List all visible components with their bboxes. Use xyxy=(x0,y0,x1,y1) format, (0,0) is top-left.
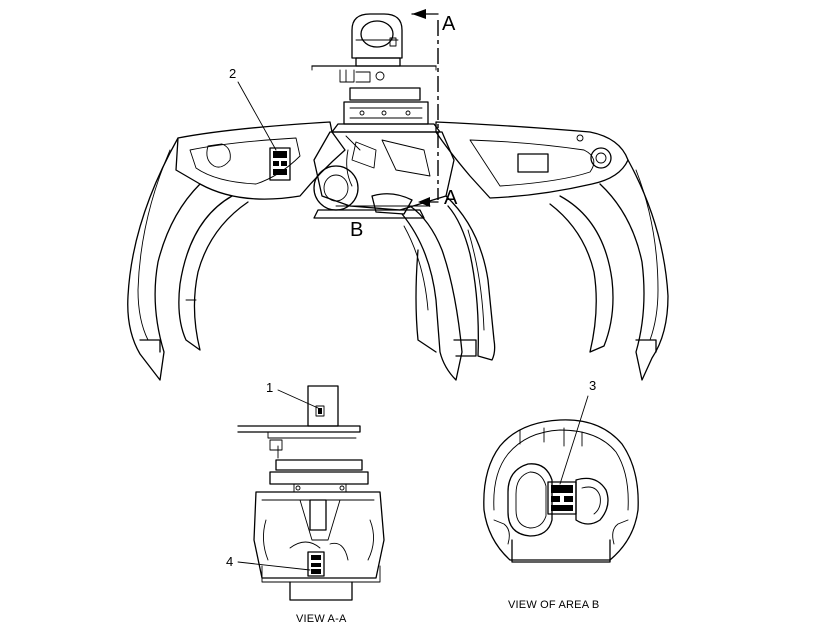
callout-4: 4 xyxy=(226,554,311,571)
right-inner-tine xyxy=(549,195,614,353)
decal-4-marker xyxy=(307,551,325,577)
section-marker-a-top: A xyxy=(442,13,456,35)
central-hub xyxy=(313,131,455,219)
left-arm-housing xyxy=(175,121,346,200)
decal-1-marker xyxy=(318,408,322,414)
center-left-tine xyxy=(401,205,477,381)
view-of-area-b: 3 VIEW OF AREA B xyxy=(483,378,639,611)
decal-2-marker xyxy=(269,147,291,181)
callout-2: 2 xyxy=(229,66,277,151)
callout-1: 1 xyxy=(266,380,319,409)
section-marker-a-bottom: A xyxy=(444,187,458,209)
caption-view-a-a: VIEW A-A xyxy=(296,613,347,625)
right-arm-housing xyxy=(435,121,629,199)
caption-view-of-area-b: VIEW OF AREA B xyxy=(508,599,599,611)
right-outer-tine xyxy=(599,159,669,381)
callout-label-2: 2 xyxy=(229,66,236,81)
area-marker-b: B xyxy=(350,219,363,241)
view-a-a: 1 4 VIEW A-A xyxy=(226,380,385,625)
rotator-link xyxy=(311,13,437,83)
callout-3: 3 xyxy=(559,378,596,485)
decal-3-marker xyxy=(547,481,577,515)
left-outer-tine xyxy=(127,137,201,381)
section-line-a-a: A A xyxy=(411,9,458,209)
callout-label-1: 1 xyxy=(266,380,273,395)
callout-label-3: 3 xyxy=(589,378,596,393)
rotator-body xyxy=(331,87,441,133)
center-right-tine xyxy=(445,195,496,361)
callout-label-4: 4 xyxy=(226,554,233,569)
left-inner-tine xyxy=(178,195,249,351)
main-grapple-view: A A B 2 xyxy=(127,9,669,381)
area-b-marker: B xyxy=(350,219,363,241)
